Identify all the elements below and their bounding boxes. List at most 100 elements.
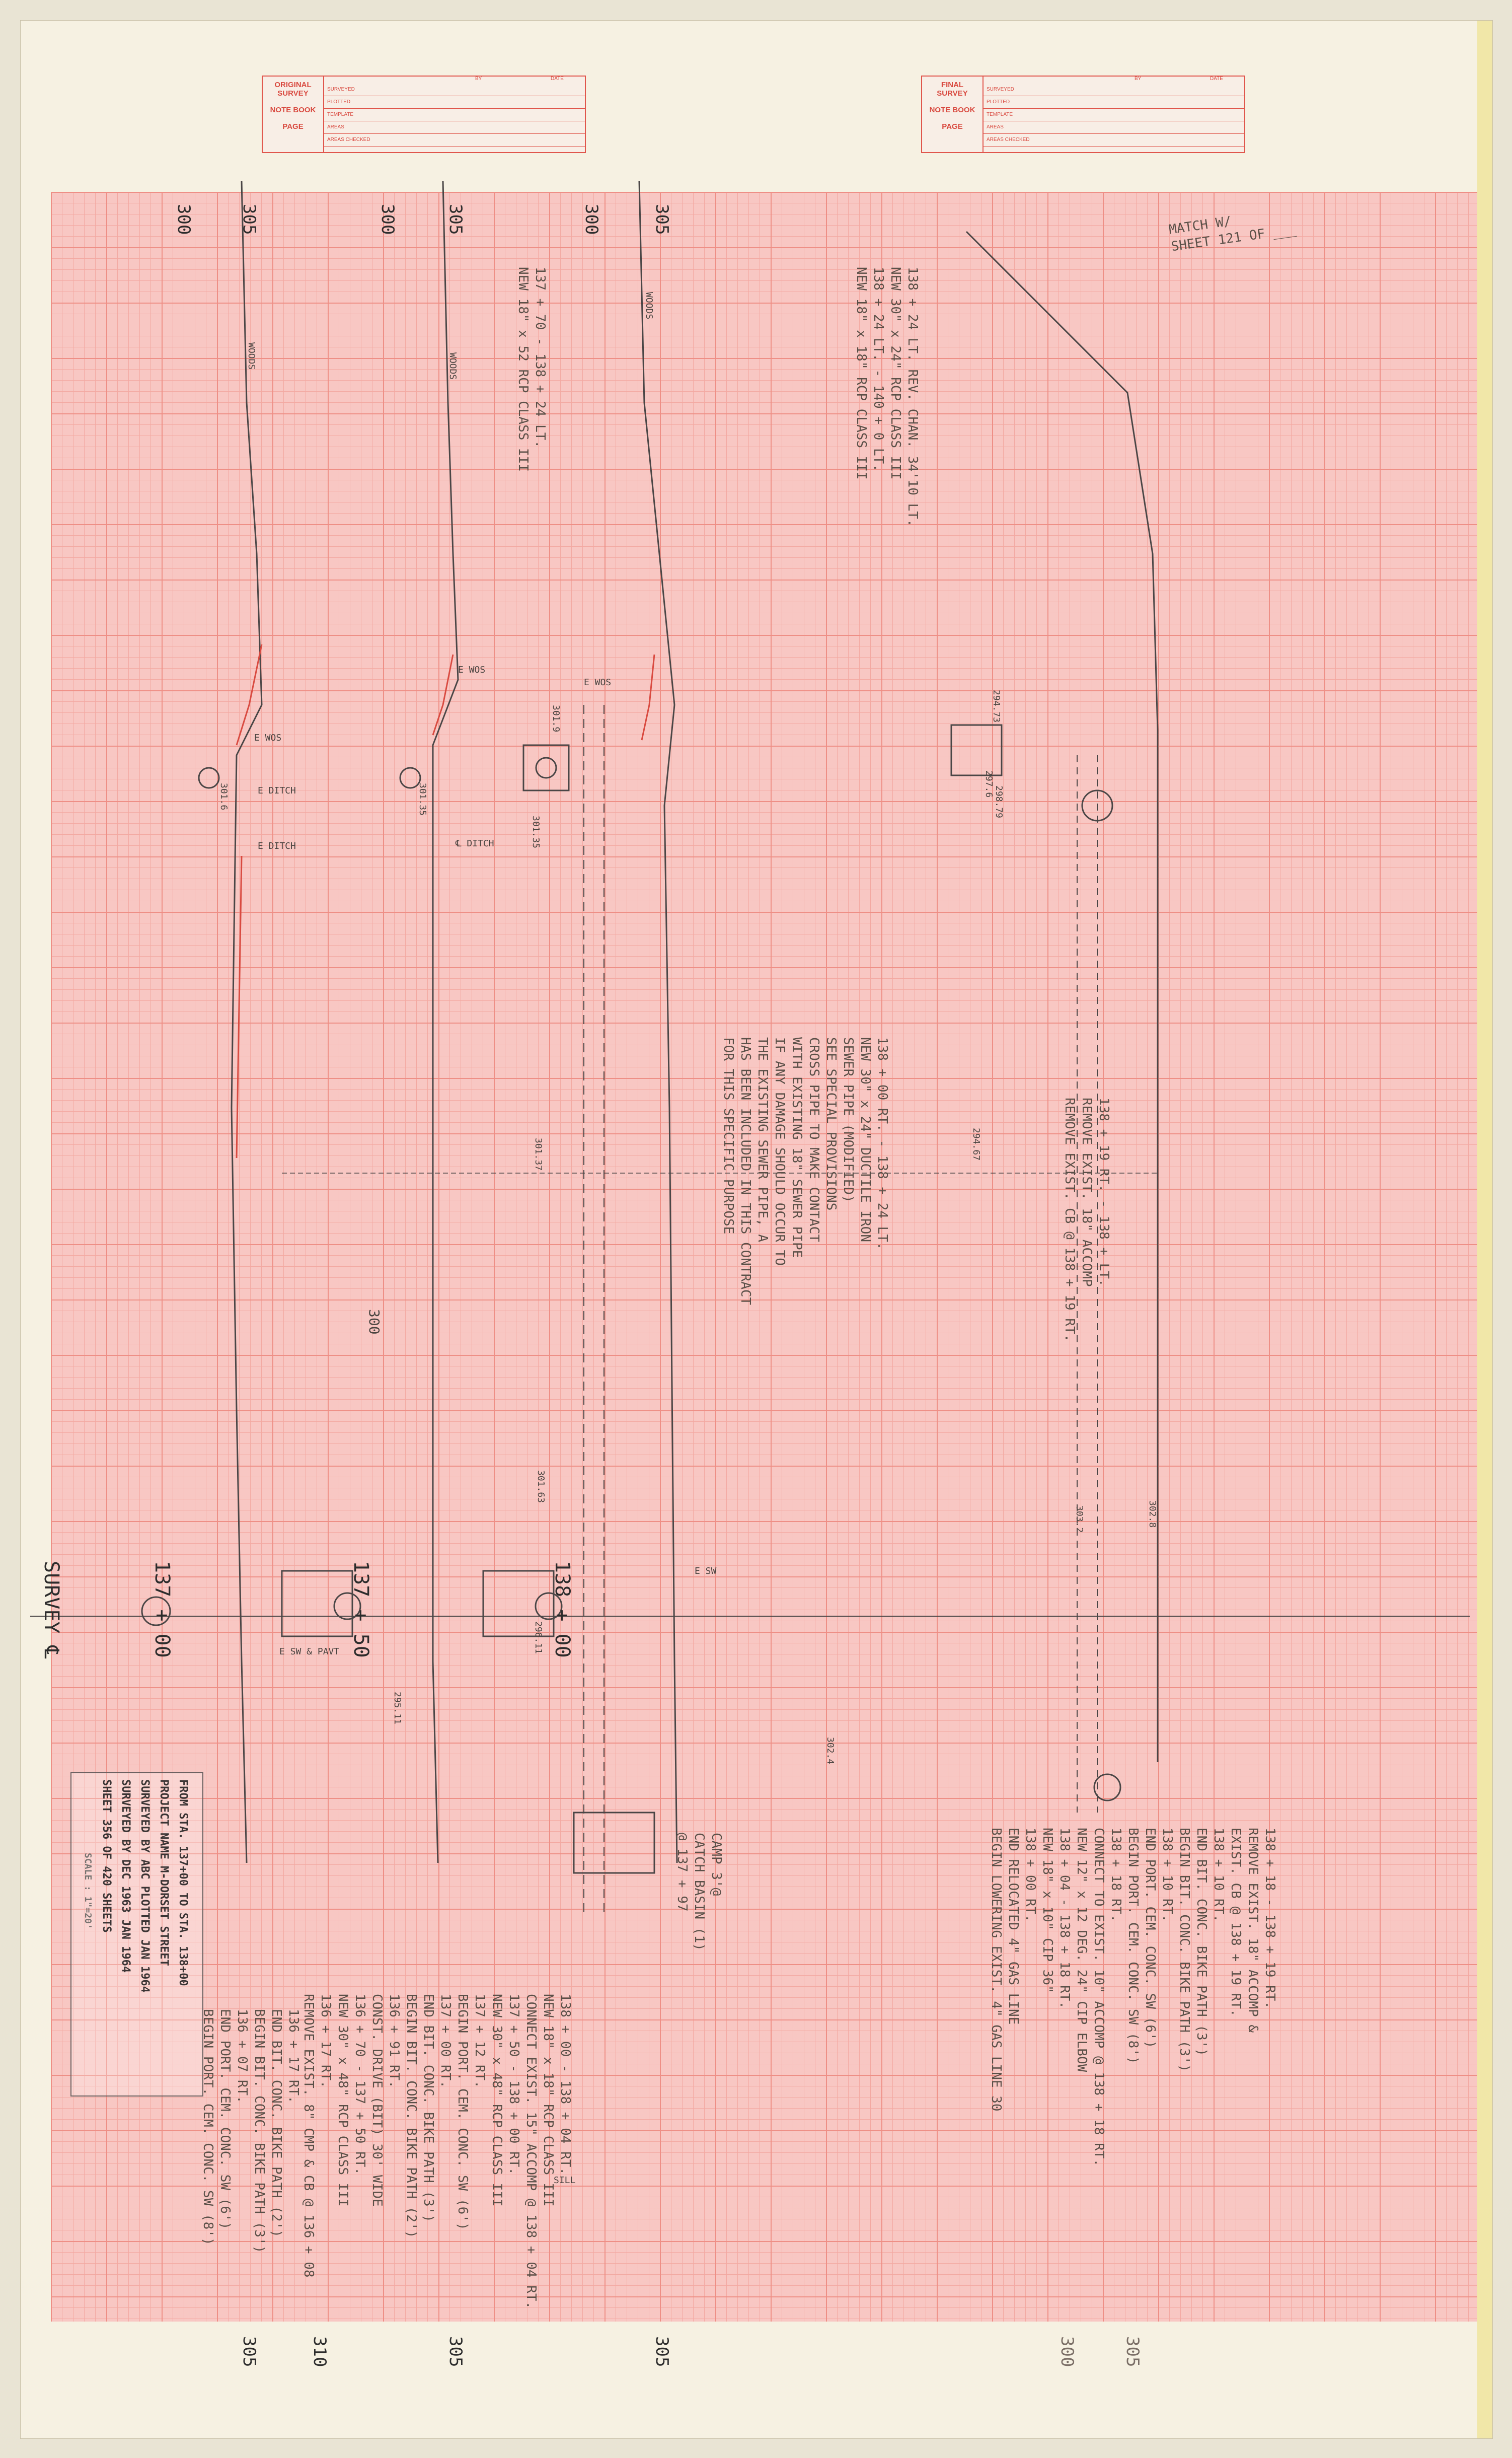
note-line: NEW 18" x 10" CIP 36"	[1040, 1828, 1055, 1993]
note-line: 138 + 10 RT.	[1160, 1828, 1175, 1922]
manhole-circle	[333, 1592, 361, 1620]
box-header: DATE	[551, 76, 564, 82]
elev-label: 300	[1057, 2336, 1077, 2367]
note-line: 137 + 12 RT.	[472, 1994, 487, 2088]
note-line: BEGIN PORT. CEM. CONC. SW (6')	[455, 1994, 470, 2230]
title-line: SURVEYED BY DEC 1963 JAN 1964	[119, 1779, 132, 1973]
elev-label: 310	[310, 2336, 330, 2367]
note-line: BEGIN BIT. CONC. BIKE PATH (3')	[252, 2009, 267, 2254]
box-header: DATE	[1210, 76, 1223, 82]
mid-notes: CAMP 3'@ CATCH BASIN (1) @ 137 + 97	[673, 1833, 725, 1951]
station-label: 137 + 00	[150, 1561, 174, 1658]
box-label: ORIGINAL	[274, 81, 312, 89]
note-line: NEW 18" x 18" RCP CLASS III	[854, 267, 869, 480]
note-line: END PORT. CEM. CONC. SW (6')	[217, 2009, 233, 2230]
box-row: TEMPLATE	[984, 109, 1244, 121]
structure-box	[573, 1812, 655, 1874]
box-row: SURVEYED	[324, 84, 585, 96]
red-revision-line	[236, 855, 243, 1159]
manhole-circle	[141, 1596, 171, 1626]
note-line: 136 + 70 - 137 + 50 RT.	[352, 1994, 367, 2176]
profile-line-b	[432, 181, 459, 1863]
title-line: SURVEYED BY ABC PLOTTED JAN 1964	[138, 1779, 151, 1993]
note-line: FOR THIS SPECIFIC PURPOSE	[721, 1037, 736, 1235]
section-notes: 137 + 70 - 138 + 24 LT. NEW 18" x 52 RCP…	[514, 267, 549, 472]
station-label: 137 + 50	[349, 1561, 372, 1658]
note-line: END PORT. CEM. CONC. SW (6')	[1143, 1828, 1158, 2049]
elev-label: 305	[1122, 2336, 1143, 2367]
box-header: BY	[475, 76, 482, 82]
structure-box	[482, 1570, 555, 1637]
elev-point: 301.37	[533, 1138, 544, 1171]
pipe-notes-top: 138 + 24 LT. REV. CHAN. 34'10 LT. NEW 30…	[853, 267, 921, 527]
woods-label: WOODS	[447, 352, 458, 380]
note-line: 137 + 50 - 138 + 00 RT.	[506, 1994, 521, 2176]
note-line: END BIT. CONC. BIKE PATH (3')	[1194, 1828, 1209, 2056]
elev-label: 305	[239, 2336, 259, 2367]
note-line: 137 + 00 RT.	[438, 1994, 453, 2088]
note-line: 136 + 91 RT.	[387, 1994, 402, 2088]
manhole-circle	[399, 767, 421, 789]
sill-label: SILL	[554, 2175, 576, 2186]
elev-label: 305	[652, 204, 672, 235]
lower-notes: 138 + 00 - 138 + 04 RT. NEW 18" x 18" RC…	[300, 1994, 574, 2309]
note-line: BEGIN PORT. CEM. CONC. SW (8')	[1125, 1828, 1141, 2064]
note-line: CATCH BASIN (1)	[692, 1833, 707, 1951]
manhole-circle	[535, 1592, 563, 1620]
drawing-sheet	[20, 20, 1493, 2439]
ditch-label: E DITCH	[258, 841, 296, 851]
profile-line-a	[231, 181, 263, 1863]
elev-point: 302.4	[825, 1737, 836, 1765]
catch-basin-box	[950, 724, 1003, 776]
catch-basin-box	[522, 744, 570, 791]
box-label: PAGE	[942, 122, 963, 131]
right-notes: 138 + 18 - 138 + 19 RT. REMOVE EXIST. 18…	[988, 1828, 1278, 2166]
note-line: CROSS PIPE TO MAKE CONTACT	[806, 1037, 821, 1242]
note-line: NEW 30" x 24" RCP CLASS III	[888, 267, 903, 480]
elev-point: 297.6	[984, 770, 994, 798]
box-label: SURVEY	[277, 89, 309, 98]
elev-label: 305	[652, 2336, 672, 2367]
title-line: FROM STA. 137+00 TO STA. 138+00	[177, 1779, 189, 1986]
structure-box	[281, 1570, 353, 1637]
note-line: 138 + 18 - 138 + 19 RT.	[1262, 1828, 1277, 2009]
elev-label: 305	[239, 204, 259, 235]
manhole-circle	[1093, 1773, 1121, 1801]
elev-label: 305	[445, 2336, 466, 2367]
note-line: NEW 12" x 12 DEG. 24" CIP ELBOW	[1074, 1828, 1089, 2072]
elev-point: 300	[366, 1309, 383, 1335]
note-line: 137 + 70 - 138 + 24 LT.	[533, 267, 548, 449]
box-header: BY	[1135, 76, 1142, 82]
red-revision-line	[641, 654, 655, 741]
box-label: NOTE BOOK	[929, 106, 975, 114]
ditch-label: ℄ DITCH	[456, 838, 494, 849]
box-label: PAGE	[282, 122, 304, 131]
note-line: BEGIN BIT. CONC. BIKE PATH (3')	[1177, 1828, 1192, 2072]
elev-point: 303.2	[1074, 1505, 1085, 1533]
red-revision-line	[432, 654, 454, 736]
ditch-label: E DITCH	[258, 785, 296, 796]
note-line: NEW 30" x 24" DUCTILE IRON	[858, 1037, 873, 1242]
woods-label: WOODS	[246, 342, 257, 370]
box-row: TEMPLATE	[324, 109, 585, 121]
sw-label: E SW	[695, 1566, 717, 1576]
note-line: CONST. DRIVE (BIT) 30' WIDE	[369, 1994, 385, 2207]
box-row: PLOTTED	[984, 96, 1244, 109]
box-label: NOTE BOOK	[270, 106, 316, 114]
note-line: 138 + 24 LT. REV. CHAN. 34'10 LT.	[905, 267, 920, 527]
elev-label: 300	[174, 204, 194, 235]
elev-point: 301.35	[531, 816, 541, 849]
note-line: CONNECT EXIST. 15" ACCOMP @ 138 + 04 RT.	[523, 1994, 539, 2309]
elev-point: 302.8	[1147, 1500, 1158, 1528]
red-revision-line	[236, 644, 263, 746]
note-line: END BIT. CONC. BIKE PATH (3')	[421, 1994, 436, 2222]
box-label: FINAL	[941, 81, 964, 89]
note-line: SEWER PIPE (MODIFIED)	[841, 1037, 856, 1203]
box-row: SURVEYED	[984, 84, 1244, 96]
elev-label: 305	[445, 204, 466, 235]
wos-label: E WOS	[458, 665, 486, 675]
